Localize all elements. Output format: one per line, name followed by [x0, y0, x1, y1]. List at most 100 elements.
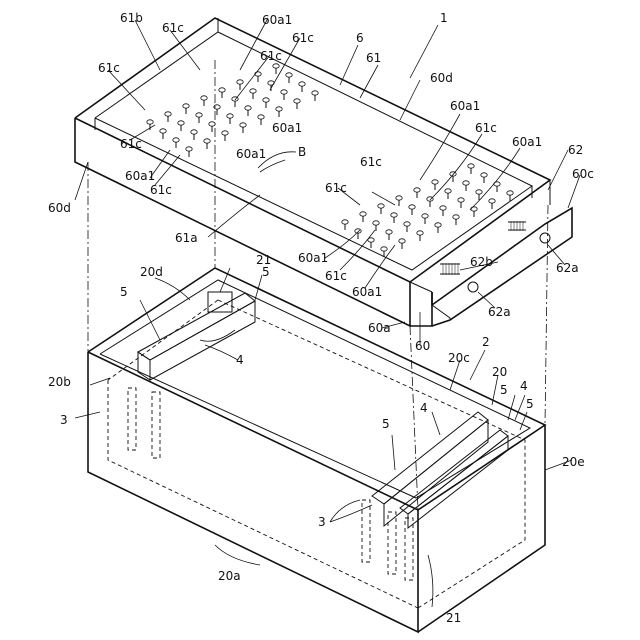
pin-head: [294, 99, 300, 103]
pin-head: [219, 88, 225, 92]
threaded-rod-upper: [508, 221, 526, 231]
label-4-top: 4: [236, 353, 244, 367]
lid-front-corner: [410, 292, 432, 326]
label-20a: 20a: [218, 569, 241, 583]
label-60a1-d: 60a1: [512, 135, 542, 149]
lid-edge: [410, 282, 432, 292]
label-61c-b: 61c: [292, 31, 314, 45]
pin-head: [147, 120, 153, 124]
label-61c-d: 61c: [98, 61, 120, 75]
label-61c-g: 61c: [360, 155, 382, 169]
pin-head: [355, 229, 361, 233]
label-60c: 60c: [572, 167, 594, 181]
pin-head: [273, 64, 279, 68]
pin-head: [481, 173, 487, 177]
pin-head: [440, 206, 446, 210]
tank-legs-left: [128, 388, 160, 458]
pin-head: [404, 222, 410, 226]
label-60: 60: [415, 339, 430, 353]
tank-front-face: [88, 352, 418, 632]
screw-62a-top: [540, 233, 550, 243]
label-60a: 60a: [368, 321, 391, 335]
pin-head: [183, 104, 189, 108]
pin-cluster-right: [342, 164, 513, 257]
slot-plate-lower-right-2: [400, 430, 508, 514]
tank-hidden-left: [108, 300, 218, 380]
pin-head: [227, 114, 233, 118]
tank-top-rim: [88, 268, 545, 510]
label-60a1-c: 60a1: [272, 121, 302, 135]
pin-head: [445, 189, 451, 193]
pin-head: [191, 130, 197, 134]
lid-top-rim: [75, 18, 550, 282]
slot-plate-lower-right-2-face: [408, 436, 508, 528]
pin-head: [196, 113, 202, 117]
pin-head: [489, 199, 495, 203]
label-61b: 61b: [120, 11, 143, 25]
label-60a1-b: 60a1: [450, 99, 480, 113]
pin-head: [299, 82, 305, 86]
pin-head: [263, 98, 269, 102]
pin-head: [386, 230, 392, 234]
bracket-plate-edge: [432, 305, 450, 320]
pin-head: [373, 221, 379, 225]
label-2: 2: [482, 335, 490, 349]
pin-head: [201, 96, 207, 100]
pin-head: [209, 122, 215, 126]
label-B: B: [298, 145, 306, 159]
pin-head: [360, 212, 366, 216]
label-62a-bottom: 62a: [488, 305, 511, 319]
pin-head: [245, 106, 251, 110]
label-61c-c: 61c: [260, 49, 282, 63]
label-61a: 61a: [175, 231, 198, 245]
pin-head: [396, 196, 402, 200]
pin-head: [255, 72, 261, 76]
pin-head: [222, 131, 228, 135]
label-20c: 20c: [448, 351, 470, 365]
pin-head: [414, 188, 420, 192]
pin-head: [286, 73, 292, 77]
pin-head: [409, 205, 415, 209]
pin-head: [471, 207, 477, 211]
pin-head: [240, 123, 246, 127]
label-60a1-e: 60a1: [236, 147, 266, 161]
label-20b: 20b: [48, 375, 71, 389]
label-20e: 20e: [562, 455, 585, 469]
tank-hidden-floor-side: [418, 440, 525, 608]
label-5-left: 5: [120, 285, 128, 299]
label-5-right-b: 5: [526, 397, 534, 411]
label-6: 6: [356, 31, 364, 45]
pin-head: [435, 223, 441, 227]
label-5-mid: 5: [382, 417, 390, 431]
pin-head: [432, 180, 438, 184]
label-20: 20: [492, 365, 507, 379]
pin-head: [281, 90, 287, 94]
pin-head: [417, 231, 423, 235]
label-61c-h: 61c: [325, 181, 347, 195]
pin-head: [463, 181, 469, 185]
label-5-top: 5: [262, 265, 270, 279]
label-3-bottom: 3: [318, 515, 326, 529]
pin-head: [342, 220, 348, 224]
label-4-right: 4: [520, 379, 528, 393]
pin-head: [391, 213, 397, 217]
tank-hidden-floor-front: [108, 380, 418, 608]
pin-head: [476, 190, 482, 194]
pin-head: [204, 139, 210, 143]
pin-head: [378, 204, 384, 208]
pin-head: [507, 191, 513, 195]
label-60a1-h: 60a1: [352, 285, 382, 299]
label-61c-e: 61c: [475, 121, 497, 135]
label-61c-j: 61c: [325, 269, 347, 283]
threaded-rod-lower: [440, 263, 460, 275]
pin-head: [381, 247, 387, 251]
slot-plate-upper-left: [138, 293, 255, 360]
pin-head: [458, 198, 464, 202]
label-60a1-g: 60a1: [298, 251, 328, 265]
pin-head: [453, 215, 459, 219]
label-62b: 62b: [470, 255, 493, 269]
label-1: 1: [440, 11, 448, 25]
pin-head: [178, 121, 184, 125]
